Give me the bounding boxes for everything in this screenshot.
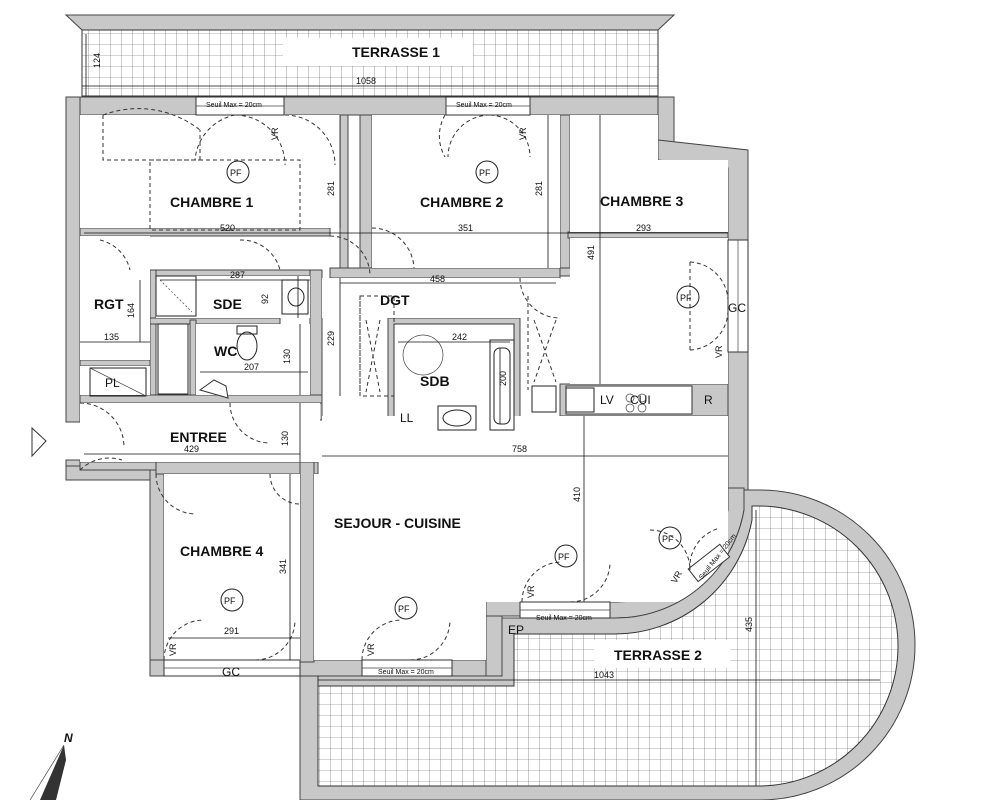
dim-label: 458 [430, 274, 445, 284]
dim-label: 758 [512, 444, 527, 454]
dim-label: 341 [278, 559, 288, 574]
vr-label: VR [270, 127, 280, 140]
pf-label: PF [479, 168, 491, 178]
dimension-lines [80, 34, 880, 786]
dim-label: 287 [230, 270, 245, 280]
wardrobe-chambre-1 [149, 159, 301, 231]
vr-label: VR [714, 345, 724, 358]
dim-label: 242 [452, 332, 467, 342]
wardrobe-dgt [359, 295, 395, 397]
pf-label: PF [224, 596, 236, 606]
dim-label: 200 [498, 371, 508, 386]
dim-label: 491 [586, 245, 596, 260]
seuil-label: Seuil Max = 20cm [536, 615, 592, 622]
room-label-chambre-2: CHAMBRE 2 [420, 194, 503, 210]
terrasse-1 [64, 14, 676, 97]
label-gc-chambre-3: GC [728, 301, 746, 315]
room-label-pl: PL [105, 376, 120, 390]
dim-label: 410 [572, 487, 582, 502]
pf-markers [220, 160, 700, 620]
room-label-entree: ENTREE [170, 429, 227, 445]
pf-label: PF [230, 168, 242, 178]
room-label-dgt: DGT [380, 292, 410, 308]
room-label-chambre-4: CHAMBRE 4 [180, 543, 263, 559]
dim-label: 1058 [356, 76, 376, 86]
dim-label: 229 [326, 331, 336, 346]
pf-label: PF [398, 604, 410, 614]
seuil-label: Seuil Max = 20cm [378, 669, 434, 676]
room-label-sdb: SDB [420, 373, 450, 389]
room-floors [80, 115, 728, 660]
dim-label: 164 [126, 303, 136, 318]
dim-label: 207 [244, 362, 259, 372]
vr-label: VR [518, 127, 528, 140]
room-label-terrasse-1: TERRASSE 1 [352, 44, 440, 60]
dim-label: 281 [326, 181, 336, 196]
room-label-sde: SDE [213, 296, 242, 312]
label-lv: LV [600, 393, 614, 407]
room-label-sejour-cuisine: SEJOUR - CUISINE [334, 515, 461, 531]
entry-arrow-icon [31, 426, 47, 458]
dim-label: 435 [744, 617, 754, 632]
room-label-chambre-1: CHAMBRE 1 [170, 194, 253, 210]
pf-label: PF [680, 293, 692, 303]
dim-label: 1043 [594, 670, 614, 680]
dim-label: 351 [458, 223, 473, 233]
dim-label: 92 [260, 294, 270, 304]
dim-label: 291 [224, 626, 239, 636]
vr-label: VR [168, 643, 178, 656]
dim-label: 130 [282, 349, 292, 364]
seuil-label: Seuil Max = 20cm [206, 102, 262, 109]
vr-label: VR [366, 643, 376, 656]
seuil-label: Seuil Max = 20cm [456, 102, 512, 109]
dim-label: 130 [280, 431, 290, 446]
room-label-rgt: RGT [94, 296, 124, 312]
label-refrigerator: R [704, 393, 713, 407]
room-label-terrasse-2: TERRASSE 2 [614, 647, 702, 663]
fixtures [89, 275, 647, 431]
room-label-wc: WC [214, 343, 237, 359]
pf-label: PF [662, 534, 674, 544]
dim-label: 135 [104, 332, 119, 342]
north-compass-icon: N [29, 731, 73, 800]
dim-label: 124 [92, 53, 102, 68]
dim-label: 520 [220, 223, 235, 233]
room-label-chambre-3: CHAMBRE 3 [600, 193, 683, 209]
dim-label: 429 [184, 444, 199, 454]
dim-label: 293 [636, 223, 651, 233]
label-ep: EP [508, 623, 524, 637]
label-cuisson: CUI [630, 393, 651, 407]
pf-label: PF [558, 552, 570, 562]
dim-label: 281 [534, 181, 544, 196]
room-label-ll: LL [400, 411, 414, 425]
label-gc-chambre-4: GC [222, 665, 240, 679]
vr-label: VR [526, 585, 536, 598]
terrasse-2 [299, 489, 916, 800]
compass-label: N [64, 731, 73, 745]
window-sejour-arc [687, 543, 731, 583]
